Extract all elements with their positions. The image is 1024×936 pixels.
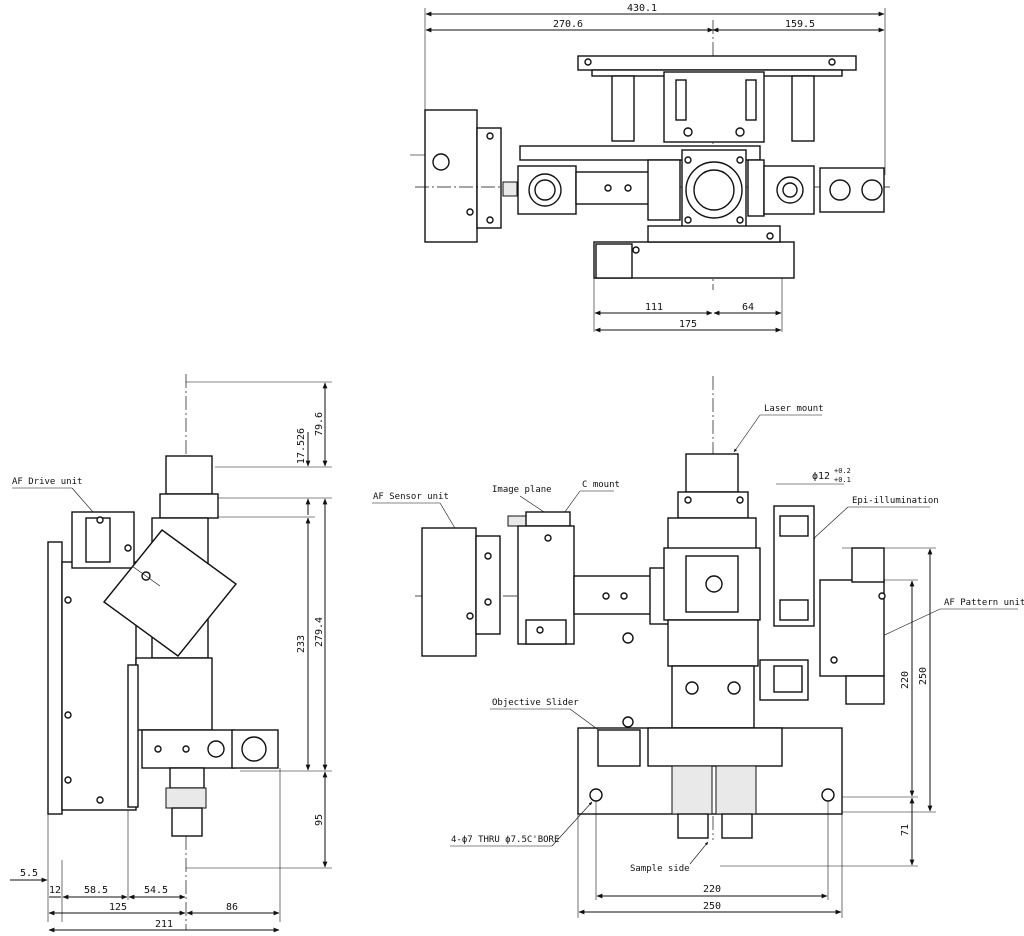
af-sensor-unit-label: AF Sensor unit xyxy=(373,492,449,502)
dim-279-4: 279.4 xyxy=(314,617,325,647)
phi12-tol-upper: +0.2 xyxy=(834,467,851,475)
dim-h-220: 220 xyxy=(900,671,911,689)
dim-111: 111 xyxy=(645,302,663,313)
dim-54-5: 54.5 xyxy=(144,885,168,896)
dim-w-250: 250 xyxy=(703,901,721,912)
af-pattern-unit-label: AF Pattern unit xyxy=(944,598,1024,608)
dim-270-6: 270.6 xyxy=(553,19,583,30)
dim-64: 64 xyxy=(742,302,754,313)
dim-79-6: 79.6 xyxy=(314,412,325,436)
sample-side-label: Sample side xyxy=(630,864,690,874)
dim-125: 125 xyxy=(109,902,127,913)
dim-17-526: 17.526 xyxy=(296,428,307,464)
phi12-tol-lower: +0.1 xyxy=(834,476,851,484)
dim-430-1: 430.1 xyxy=(627,3,657,14)
dim-h-71: 71 xyxy=(900,824,911,836)
dim-86: 86 xyxy=(226,902,238,913)
dim-211: 211 xyxy=(155,919,173,930)
dim-h-250: 250 xyxy=(918,667,929,685)
laser-mount-label: Laser mount xyxy=(764,404,824,414)
dim-159-5: 159.5 xyxy=(785,19,815,30)
phi12-label: ϕ12 xyxy=(812,471,830,482)
af-drive-unit-label: AF Drive unit xyxy=(12,477,82,487)
top-view: 430.1 270.6 159.5 xyxy=(410,3,890,333)
dim-95: 95 xyxy=(314,814,325,826)
thru-bore-label: 4-ϕ7 THRU ϕ7.5C'BORE xyxy=(451,835,559,845)
dim-12: 12 xyxy=(49,885,61,896)
c-mount-label: C mount xyxy=(582,480,620,490)
image-plane-label: Image plane xyxy=(492,485,552,495)
side-view: 79.6 17.526 279.4 233 95 AF Drive unit xyxy=(10,374,332,933)
epi-illumination-label: Epi-illumination xyxy=(852,496,939,506)
objective-slider-label: Objective Slider xyxy=(492,698,579,708)
dim-175: 175 xyxy=(679,319,697,330)
dim-5-5: 5.5 xyxy=(20,868,38,879)
dim-w-220: 220 xyxy=(703,884,721,895)
dim-233: 233 xyxy=(296,635,307,653)
front-view: Laser mount ϕ12 +0.2 +0.1 Epi-illuminati… xyxy=(372,376,1024,918)
dim-58-5: 58.5 xyxy=(84,885,108,896)
